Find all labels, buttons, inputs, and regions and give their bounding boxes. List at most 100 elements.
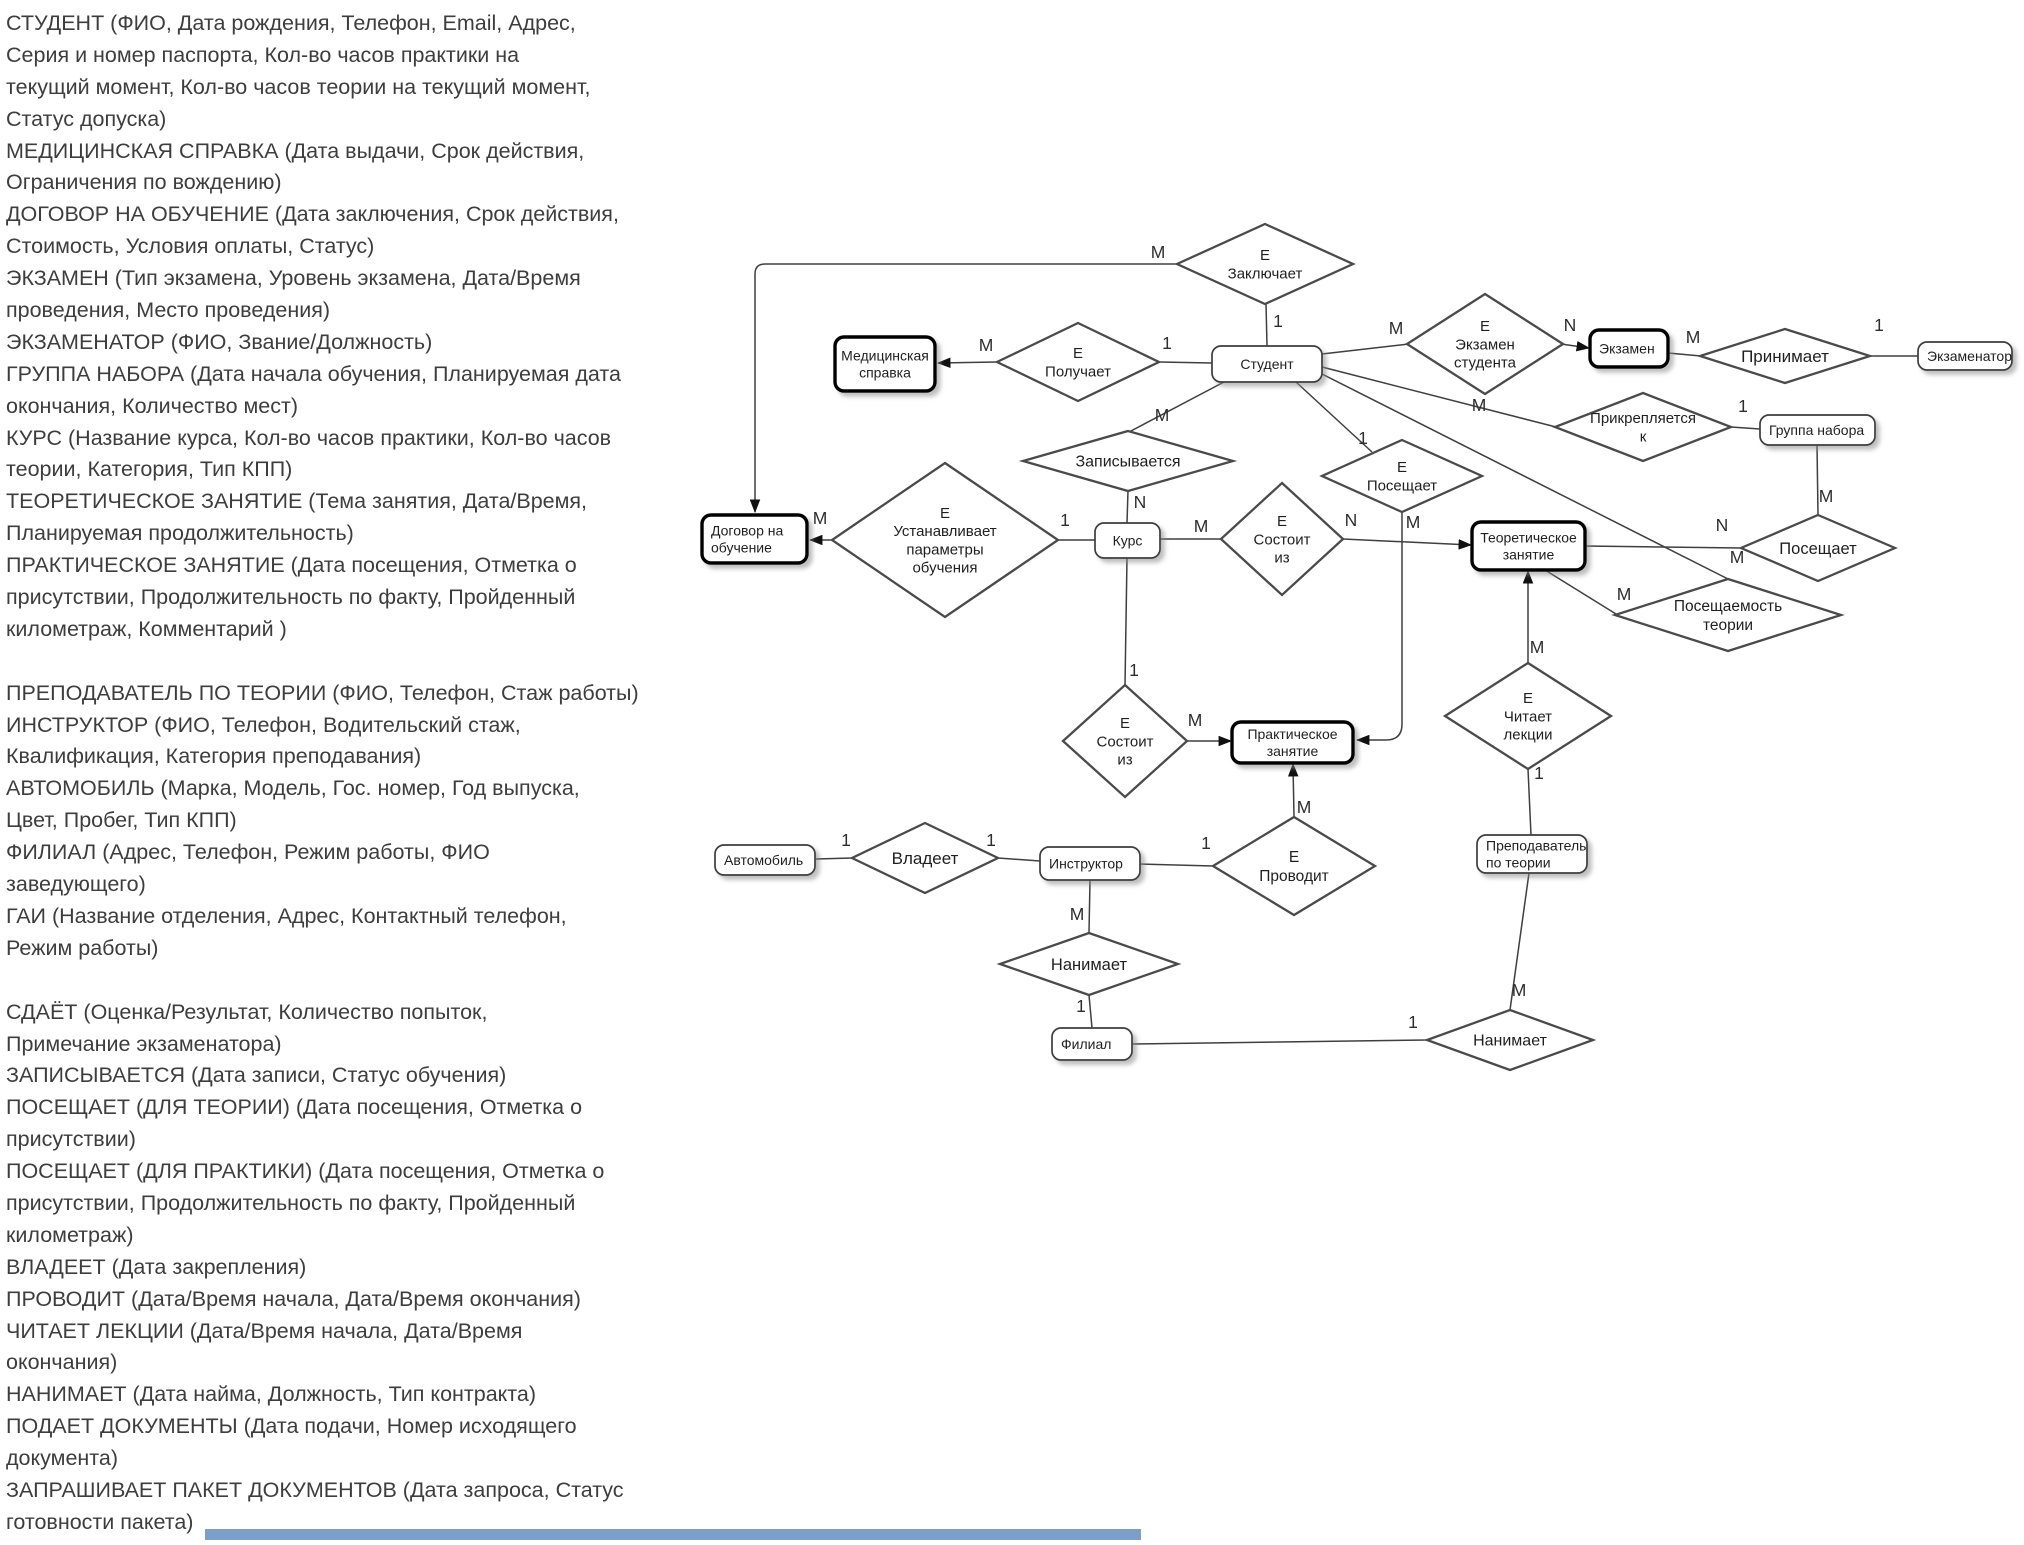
cardinality-label-reads-lectures--theory-lesson: M: [1530, 637, 1545, 657]
relationship-diamond: [1423, 1008, 1597, 1072]
relationship-owns: Владеет: [849, 821, 1001, 895]
relationship-diamond: [1319, 438, 1485, 514]
attribute-line: километраж): [6, 1222, 134, 1247]
entity-intake-group: Группа набора: [1759, 414, 1876, 446]
entity-label: Курс: [1113, 532, 1143, 548]
attribute-list: СТУДЕНТ (ФИО, Дата рождения, Телефон, Em…: [6, 8, 766, 1539]
cardinality-label-student--concludes: 1: [1273, 311, 1283, 331]
relationship-diamond: [1551, 391, 1735, 463]
cardinality-label-attends-practice--practice-lesson: M: [1406, 512, 1421, 532]
attribute-line: километраж, Комментарий ): [6, 616, 287, 641]
attribute-line: ПРАКТИЧЕСКОЕ ЗАНЯТИЕ (Дата посещения, От…: [6, 553, 577, 578]
attribute-line: ФИЛИАЛ (Адрес, Телефон, Режим работы, ФИ…: [6, 840, 490, 865]
attribute-line: ЗАПРАШИВАЕТ ПАКЕТ ДОКУМЕНТОВ (Дата запро…: [6, 1477, 624, 1502]
relationship-hires-teacher: Нанимает: [1423, 1008, 1597, 1072]
attribute-line: ИНСТРУКТОР (ФИО, Телефон, Водительский с…: [6, 712, 521, 737]
attribute-line: ПОСЕЩАЕТ (ДЛЯ ТЕОРИИ) (Дата посещения, О…: [6, 1095, 583, 1120]
relationship-hires-instructor: Нанимает: [996, 931, 1182, 997]
edge-consists-theory--theory-lesson: [1342, 538, 1473, 550]
attribute-line: ПРОВОДИТ (Дата/Время начала, Дата/Время …: [6, 1286, 581, 1311]
cardinality-label-course--consists-theory: M: [1194, 516, 1209, 536]
relationship-diamond: [1210, 815, 1378, 917]
relationship-diamond: [1018, 429, 1238, 493]
relationship-diamond: [994, 321, 1162, 403]
cardinality-label-receives--student: 1: [1162, 333, 1172, 353]
attribute-line: документа): [6, 1446, 118, 1471]
relationship-diamond: [1061, 683, 1189, 799]
cardinality-label-student--theory-attendance: M: [1730, 547, 1745, 567]
relationship-diamond: [1442, 661, 1614, 771]
relationship-label: Владеет: [892, 849, 959, 868]
relationship-label: Нанимает: [1473, 1033, 1547, 1050]
edge-hires-teacher--branch: [1131, 1039, 1428, 1045]
edge-owns--car: [815, 857, 853, 860]
relationship-diamond: [1219, 481, 1345, 597]
attribute-line: окончания, Количество мест): [6, 393, 298, 418]
relationship-label: Принимает: [1741, 347, 1829, 366]
attribute-line: ПРЕПОДАВАТЕЛЬ ПО ТЕОРИИ (ФИО, Телефон, С…: [6, 680, 639, 705]
attribute-line: ЭКЗАМЕН (Тип экзамена, Уровень экзамена,…: [6, 266, 581, 291]
cardinality-label-accepts--examiner: 1: [1874, 315, 1884, 335]
entity-label: Инструктор: [1049, 855, 1123, 871]
attribute-line: ПОСЕЩАЕТ (ДЛЯ ПРАКТИКИ) (Дата посещения,…: [6, 1159, 605, 1184]
cardinality-label-owns--instructor: 1: [986, 830, 996, 850]
attribute-line: Статус допуска): [6, 106, 167, 131]
entity-box: [1470, 520, 1587, 572]
relationship-diamond: [829, 461, 1061, 619]
attribute-line: Режим работы): [6, 935, 159, 960]
relationship-diamond: [1611, 577, 1845, 653]
relationship-label: Посещает: [1779, 540, 1857, 558]
horizontal-scrollbar-thumb[interactable]: [205, 1529, 1141, 1540]
entity-box: [1211, 345, 1323, 383]
edge-theory-lesson--theory-attendance: [1544, 569, 1617, 615]
attribute-line: Серия и номер паспорта, Кол-во часов пра…: [6, 42, 520, 67]
relationship-attends-theory: Посещает: [1738, 513, 1898, 583]
edge-hires-instructor--branch: [1088, 994, 1093, 1029]
attribute-line: ЧИТАЕТ ЛЕКЦИИ (Дата/Время начала, Дата/В…: [6, 1318, 523, 1343]
relationship-accepts: Принимает: [1696, 327, 1874, 385]
cardinality-label-reads-lectures--theory-teacher: 1: [1534, 763, 1544, 783]
entity-car: Автомобиль: [714, 844, 816, 876]
edge-reads-lectures--theory-teacher: [1527, 768, 1532, 836]
cardinality-label-receives--med-cert: M: [979, 335, 994, 355]
entity-box: [1230, 720, 1355, 765]
relationship-enrolls: Записывается: [1018, 429, 1238, 493]
entity-examiner: Экзаменатор: [1917, 341, 2013, 371]
entity-box: [1476, 834, 1588, 874]
cardinality-label-owns--car: 1: [841, 830, 851, 850]
attribute-line: ВЛАДЕЕТ (Дата закрепления): [6, 1254, 307, 1279]
cardinality-label-course--sets-params: 1: [1060, 510, 1070, 530]
entity-label: Экзаменатор: [1927, 348, 2012, 364]
relationship-label: Нанимает: [1051, 956, 1128, 974]
edge-student--attached-to: [1321, 366, 1557, 428]
cardinality-label-sets-params--contract: M: [813, 508, 828, 528]
attribute-line: ЗАПИСЫВАЕТСЯ (Дата записи, Статус обучен…: [6, 1063, 507, 1088]
edge-student--concludes: [1265, 302, 1268, 347]
relationship-label: Записывается: [1075, 454, 1180, 471]
attribute-line: готовности пакета): [6, 1509, 194, 1534]
cardinality-label-student--enrolls: M: [1155, 405, 1170, 425]
relationship-diamond: [849, 821, 1001, 895]
edge-owns--instructor: [997, 857, 1041, 862]
cardinality-label-concludes--contract: M: [1151, 242, 1166, 262]
cardinality-label-conducts--instructor: 1: [1201, 833, 1211, 853]
relationship-diamond: [996, 931, 1182, 997]
entity-branch: Филиал: [1051, 1027, 1133, 1061]
attribute-line: ЭКЗАМЕНАТОР (ФИО, Звание/Должность): [6, 329, 433, 354]
attribute-line: ДОГОВОР НА ОБУЧЕНИЕ (Дата заключения, Ср…: [6, 202, 619, 227]
cardinality-label-consists-practice--practice-lesson: M: [1188, 710, 1203, 730]
attribute-line: Цвет, Пробег, Тип КПП): [6, 808, 237, 833]
